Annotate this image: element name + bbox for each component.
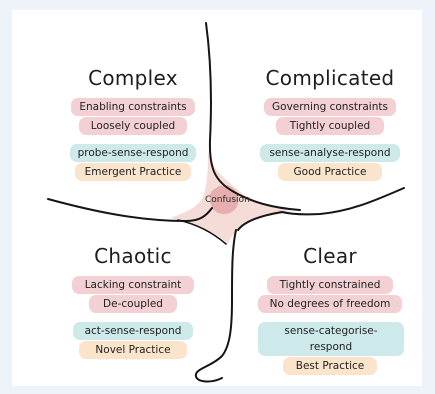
constraint-label: Governing constraints <box>264 98 396 116</box>
domain-title: Complex <box>88 66 178 90</box>
domain-title: Complicated <box>265 66 395 90</box>
coupling-label: No degrees of freedom <box>258 295 402 313</box>
constraint-label: Tightly constrained <box>267 276 393 294</box>
boundary-right <box>237 187 405 231</box>
approach-label: sense-analyse-respond <box>260 144 400 162</box>
domain-title: Clear <box>303 244 357 268</box>
boundary-inner-left <box>177 219 227 245</box>
practice-label: Emergent Practice <box>75 163 191 181</box>
boundary-left <box>47 198 213 223</box>
boundary-top <box>205 22 301 211</box>
constraint-label: Lacking constraint <box>72 276 194 294</box>
boundary-bottom <box>194 229 237 383</box>
practice-label: Best Practice <box>283 357 377 375</box>
approach-label: act-sense-respond <box>73 322 193 340</box>
approach-label: probe-sense-respond <box>70 144 196 162</box>
domain-chaotic: Chaotic Lacking constraint De-coupled ac… <box>68 244 198 359</box>
coupling-label: Tightly coupled <box>276 117 384 135</box>
domain-complicated: Complicated Governing constraints Tightl… <box>256 66 404 181</box>
domain-title: Chaotic <box>94 244 172 268</box>
confusion-label: Confusion <box>205 195 250 205</box>
coupling-label: De-coupled <box>89 295 177 313</box>
domain-clear: Clear Tightly constrained No degrees of … <box>258 244 404 375</box>
practice-label: Novel Practice <box>79 341 187 359</box>
domain-complex: Complex Enabling constraints Loosely cou… <box>66 66 200 181</box>
practice-label: Good Practice <box>278 163 382 181</box>
coupling-label: Loosely coupled <box>79 117 187 135</box>
approach-label: sense-categorise-respond <box>258 322 404 356</box>
constraint-label: Enabling constraints <box>71 98 195 116</box>
confusion-core <box>210 185 239 214</box>
